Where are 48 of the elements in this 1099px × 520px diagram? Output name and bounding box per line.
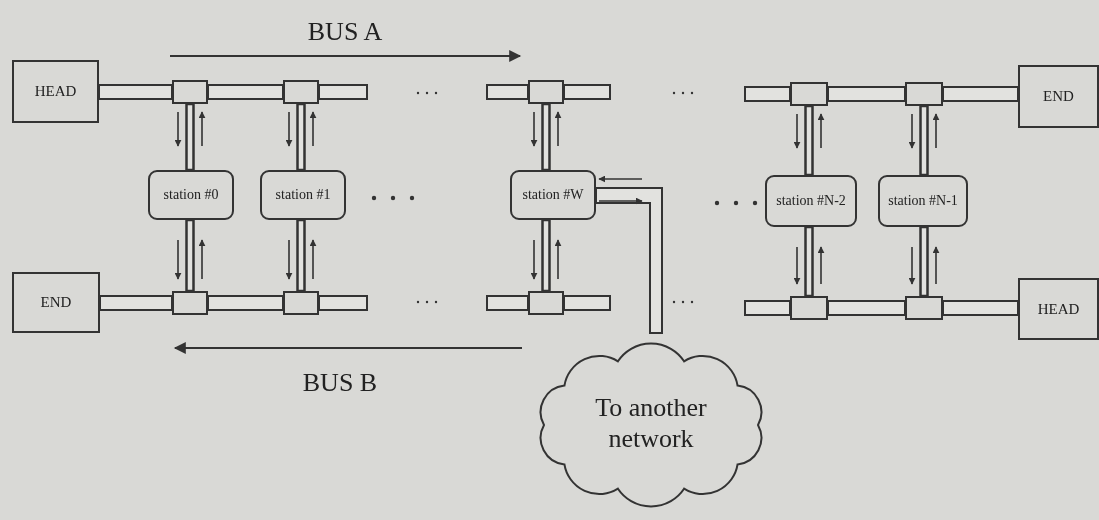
bus-label: BUS A (307, 17, 383, 47)
terminator-box: END (12, 272, 100, 333)
station-link (296, 218, 306, 293)
station-box: station #N-1 (878, 175, 968, 227)
station-link (541, 102, 551, 172)
tap-box (905, 82, 943, 106)
bus-segment (207, 295, 284, 311)
bus-segment (486, 84, 529, 100)
bus-segment (827, 300, 906, 316)
terminator-box: END (1018, 65, 1099, 128)
bus-segment (942, 86, 1019, 102)
station-box: station #1 (260, 170, 346, 220)
network-link (595, 187, 663, 334)
station-box: station #W (510, 170, 596, 220)
station-link (919, 225, 929, 298)
terminator-box: HEAD (12, 60, 99, 123)
tap-box (283, 291, 319, 315)
bus-segment (744, 300, 791, 316)
bus-segment (98, 84, 173, 100)
bus-segment (207, 84, 284, 100)
tap-box (528, 291, 564, 315)
station-box: station #N-2 (765, 175, 857, 227)
bus-segment (827, 86, 906, 102)
station-link (919, 104, 929, 177)
tap-box (790, 296, 828, 320)
station-link (541, 218, 551, 293)
bus-label: BUS B (302, 368, 378, 398)
tap-box (172, 291, 208, 315)
station-link (185, 102, 195, 172)
tap-box (528, 80, 564, 104)
bus-segment (563, 295, 611, 311)
bus-segment (99, 295, 173, 311)
station-link (804, 104, 814, 177)
tap-box (790, 82, 828, 106)
station-link (296, 102, 306, 172)
terminator-box: HEAD (1018, 278, 1099, 340)
bus-segment (744, 86, 791, 102)
tap-box (283, 80, 319, 104)
bus-segment (486, 295, 529, 311)
bus-segment (942, 300, 1019, 316)
station-link (804, 225, 814, 298)
bus-segment (318, 84, 368, 100)
bus-segment (318, 295, 368, 311)
tap-box (172, 80, 208, 104)
station-link (185, 218, 195, 293)
bus-segment (563, 84, 611, 100)
station-box: station #0 (148, 170, 234, 220)
tap-box (905, 296, 943, 320)
